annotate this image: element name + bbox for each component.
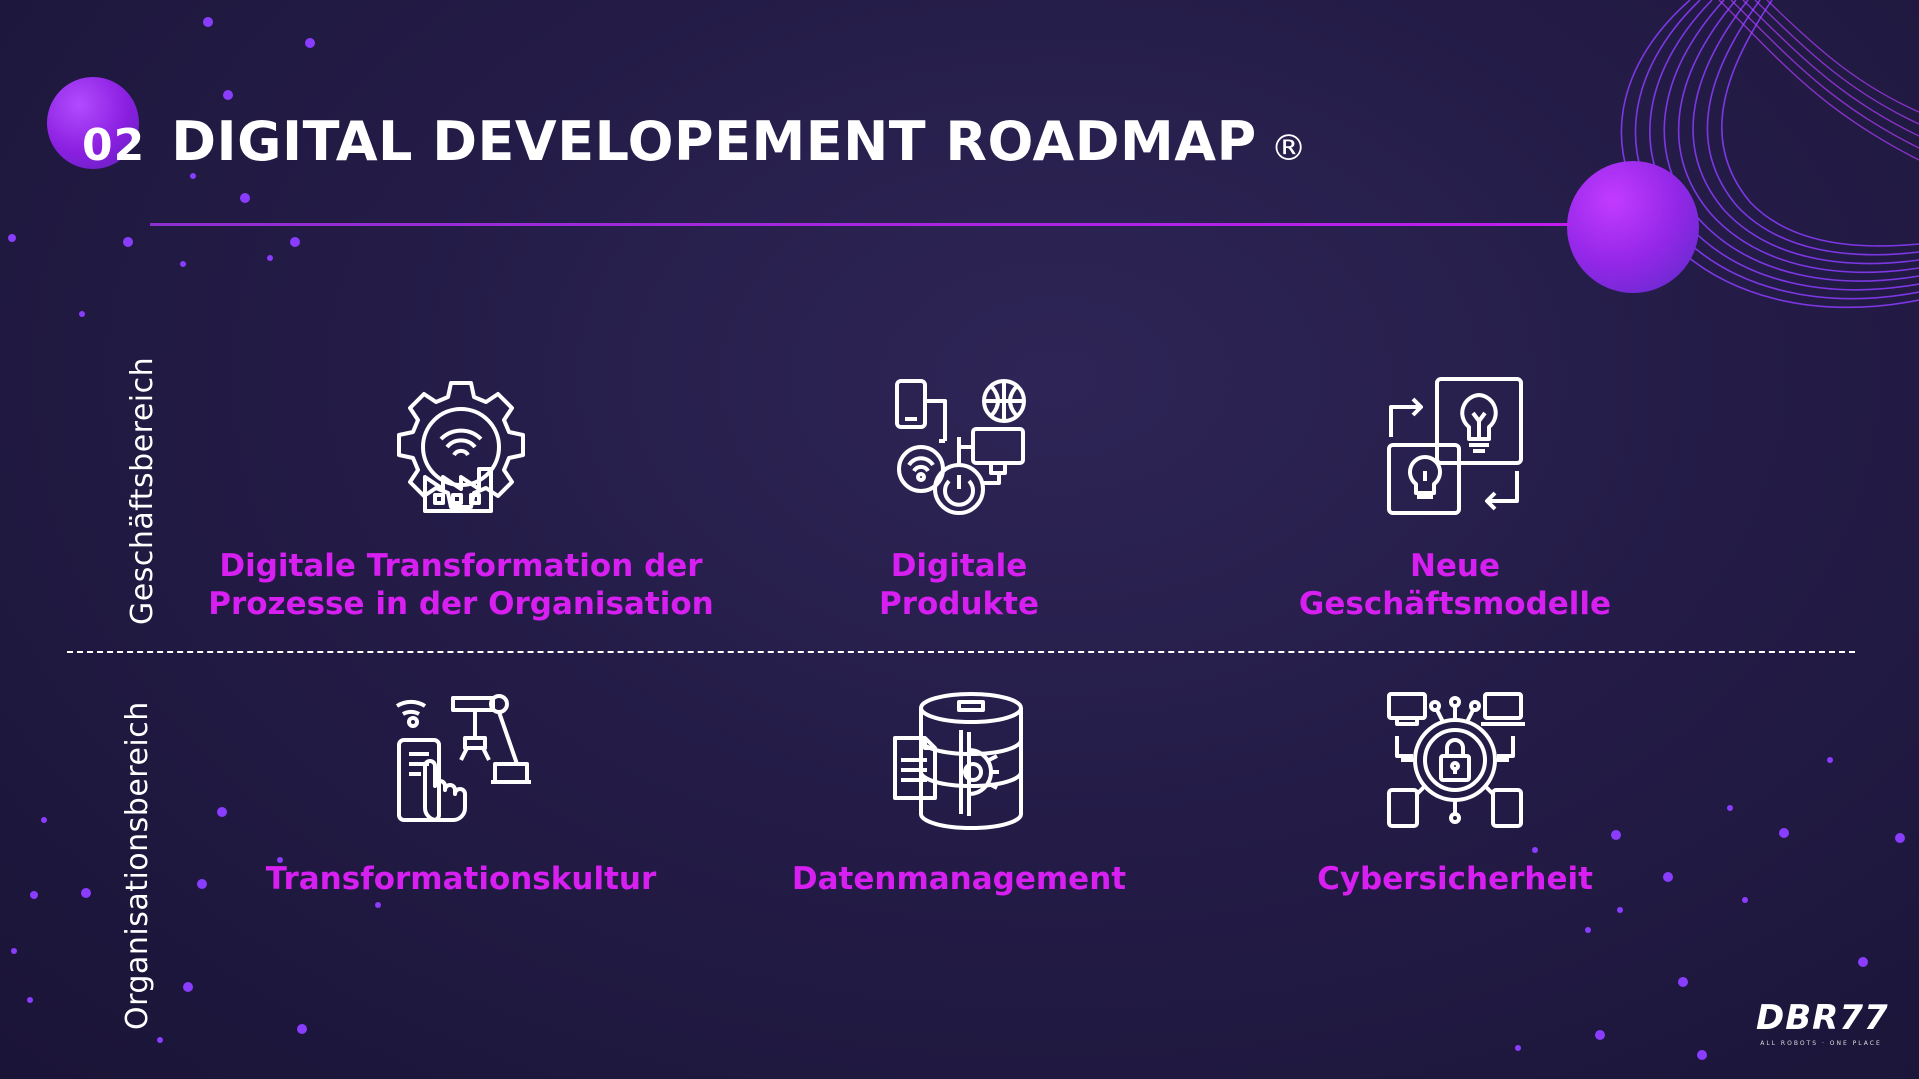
orb-decoration [1567, 161, 1699, 293]
item-label: Digitale Transformation der Prozesse in … [208, 548, 714, 622]
database-gear-icon [893, 692, 1023, 830]
item-label: Transformationskultur [265, 861, 657, 897]
slide-number: 02 [82, 120, 146, 171]
item-cybersecurity: Cybersicherheit [1175, 690, 1735, 898]
factory-gear-icon [397, 381, 525, 513]
digital-devices-icon [895, 379, 1026, 515]
item-label: Digitale Produkte [878, 548, 1040, 622]
title-underline [150, 223, 1570, 226]
logo-text: DBR77 [1756, 998, 1889, 1038]
item-label: Cybersicherheit [1317, 861, 1593, 897]
idea-exchange-icon [1387, 377, 1523, 515]
item-data-management: Datenmanagement [679, 690, 1239, 898]
item-transformation-culture: Transformationskultur [181, 690, 741, 898]
slide-title: DIGITAL DEVELOPEMENT ROADMAP [171, 110, 1257, 173]
item-new-business-models: Neue Geschäftsmodelle [1175, 377, 1735, 623]
robot-arm-tablet-icon [395, 694, 531, 822]
section-label-business: Geschäftsbereich [125, 356, 160, 625]
section-label-organization: Organisationsbereich [120, 701, 155, 1030]
network-lock-icon [1387, 692, 1525, 828]
registered-mark: ® [1270, 128, 1307, 169]
item-digital-products: Digitale Produkte [679, 377, 1239, 623]
item-label: Datenmanagement [791, 861, 1127, 897]
item-label: Neue Geschäftsmodelle [1298, 548, 1612, 622]
company-logo: DBR77 ALL ROBOTS · ONE PLACE [1756, 998, 1889, 1047]
number-circle-decoration [47, 77, 139, 169]
logo-tagline: ALL ROBOTS · ONE PLACE [1760, 1040, 1882, 1047]
slide-header: 02 DIGITAL DEVELOPEMENT ROADMAP ® [82, 110, 1307, 173]
item-digital-transformation: Digitale Transformation der Prozesse in … [181, 377, 741, 623]
section-divider [67, 651, 1855, 653]
